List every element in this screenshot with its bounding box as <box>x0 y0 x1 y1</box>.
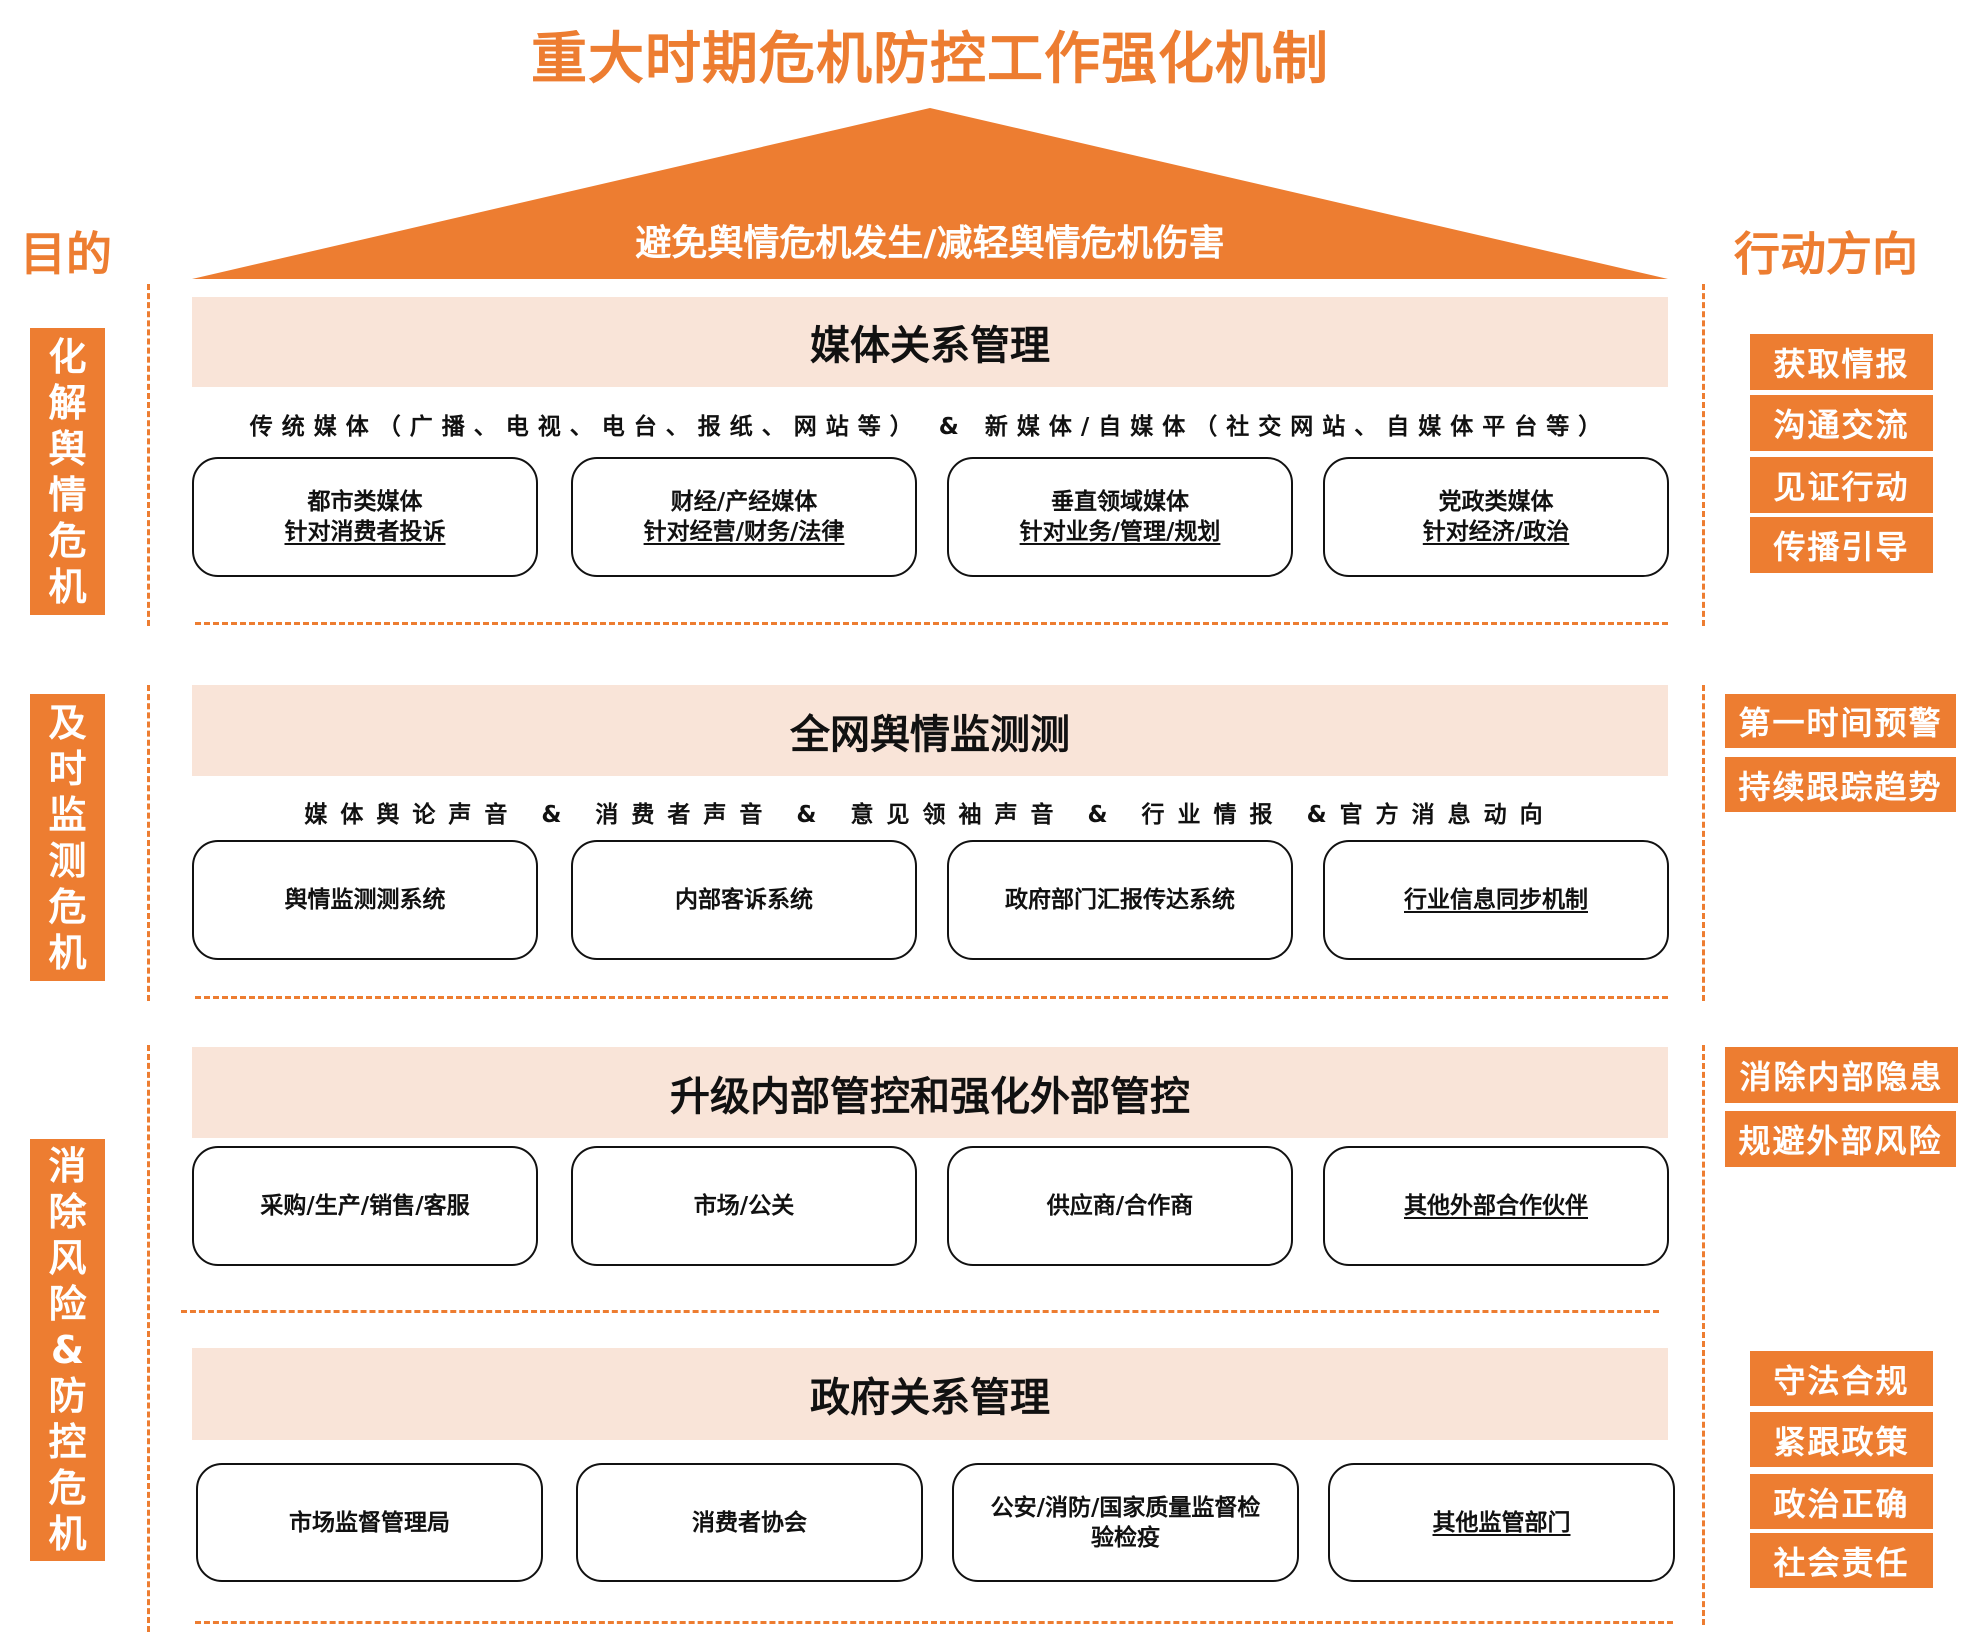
roof-triangle <box>192 108 1668 279</box>
box-line: 党政类媒体 <box>1438 489 1554 515</box>
control-box-other-partners: 其他外部合作伙伴 <box>1323 1146 1669 1266</box>
purpose-char: 机 <box>48 1512 87 1556</box>
purpose-char: 风 <box>48 1236 87 1280</box>
purpose-label-resolve-crisis: 化 解 舆 情 危 机 <box>30 328 105 615</box>
media-box-urban: 都市类媒体 针对消费者投诉 <box>192 457 538 577</box>
action-tag: 消除内部隐患 <box>1725 1047 1958 1103</box>
control-box-marketing-pr: 市场/公关 <box>571 1146 917 1266</box>
purpose-char: 时 <box>48 746 87 791</box>
section-title-government-relations: 政府关系管理 <box>192 1348 1668 1440</box>
purpose-char: 机 <box>48 564 87 609</box>
box-line: 政府部门汇报传达系统 <box>1005 887 1235 913</box>
section-separator-2 <box>195 996 1668 999</box>
media-box-vertical: 垂直领域媒体 针对业务/管理/规划 <box>947 457 1293 577</box>
box-line-underlined: 针对经济/政治 <box>1422 519 1570 545</box>
action-tag: 第一时间预警 <box>1725 694 1956 748</box>
box-line: 市场/公关 <box>693 1193 795 1219</box>
box-line-underlined: 行业信息同步机制 <box>1404 887 1588 913</box>
action-tag: 见证行动 <box>1750 457 1933 513</box>
action-tag: 传播引导 <box>1750 517 1933 573</box>
box-line: 市场监督管理局 <box>289 1509 450 1536</box>
section-separator-4 <box>195 1621 1673 1624</box>
purpose-char: 危 <box>48 1466 87 1510</box>
section-title-media-relations: 媒体关系管理 <box>192 297 1668 387</box>
media-box-finance: 财经/产经媒体 针对经营/财务/法律 <box>571 457 917 577</box>
purpose-label-monitor-crisis: 及 时 监 测 危 机 <box>30 694 105 981</box>
box-line-underlined: 针对消费者投诉 <box>284 519 446 545</box>
left-divider-1 <box>147 284 150 626</box>
right-divider-3 <box>1702 1045 1705 1625</box>
action-tag: 沟通交流 <box>1750 395 1933 451</box>
box-line: 采购/生产/销售/客服 <box>260 1193 470 1219</box>
right-divider-2 <box>1702 685 1705 1001</box>
box-line-underlined: 针对业务/管理/规划 <box>1019 519 1221 545</box>
left-divider-3 <box>147 1045 150 1632</box>
purpose-char: 控 <box>48 1420 87 1464</box>
purpose-char: 消 <box>48 1144 87 1188</box>
purpose-char: 危 <box>48 518 87 563</box>
control-box-operations: 采购/生产/销售/客服 <box>192 1146 538 1266</box>
monitor-box-sentiment-system: 舆情监测测系统 <box>192 840 538 960</box>
action-direction-header: 行动方向 <box>1734 227 1918 281</box>
box-line-underlined: 其他外部合作伙伴 <box>1404 1193 1588 1219</box>
roof-goal-text: 避免舆情危机发生/减轻舆情危机伤害 <box>635 223 1225 264</box>
govt-box-consumer-association: 消费者协会 <box>576 1463 923 1582</box>
action-tag: 紧跟政策 <box>1750 1412 1933 1467</box>
box-line-underlined: 其他监管部门 <box>1432 1509 1571 1536</box>
box-line: 财经/产经媒体 <box>670 489 818 515</box>
action-tag: 政治正确 <box>1750 1474 1933 1529</box>
purpose-char: 危 <box>48 884 87 929</box>
section-separator-3 <box>181 1310 1659 1313</box>
govt-box-public-security: 公安/消防/国家质量监督检验检疫 <box>952 1463 1299 1582</box>
section-subtitle-voices: 媒体舆论声音 & 消费者声音 & 意见领袖声音 & 行业情报 &官方消息动向 <box>304 802 1556 828</box>
purpose-char: 化 <box>48 334 87 379</box>
box-line: 消费者协会 <box>692 1509 807 1536</box>
left-divider-2 <box>147 685 150 1001</box>
media-box-party-govt: 党政类媒体 针对经济/政治 <box>1323 457 1669 577</box>
section-title-monitoring: 全网舆情监测测 <box>192 685 1668 776</box>
section-separator-1 <box>195 622 1668 625</box>
purpose-char: & <box>50 1328 85 1372</box>
page-title: 重大时期危机防控工作强化机制 <box>531 27 1329 92</box>
action-tag: 持续跟踪趋势 <box>1725 757 1956 812</box>
purpose-char: 监 <box>48 792 87 837</box>
purpose-char: 机 <box>48 930 87 975</box>
box-line-underlined: 针对经营/财务/法律 <box>643 519 845 545</box>
box-line: 供应商/合作商 <box>1046 1193 1194 1219</box>
section-title-internal-external-control: 升级内部管控和强化外部管控 <box>192 1047 1668 1138</box>
purpose-label-eliminate-risk: 消 除 风 险 & 防 控 危 机 <box>30 1139 105 1561</box>
govt-box-other-regulators: 其他监管部门 <box>1328 1463 1675 1582</box>
monitor-box-industry-sync: 行业信息同步机制 <box>1323 840 1669 960</box>
purpose-char: 及 <box>48 700 87 745</box>
box-line: 公安/消防/国家质量监督检验检疫 <box>990 1494 1261 1551</box>
purpose-char: 防 <box>48 1374 87 1418</box>
box-line: 垂直领域媒体 <box>1051 489 1189 515</box>
govt-box-market-supervision: 市场监督管理局 <box>196 1463 543 1582</box>
purpose-char: 解 <box>48 380 87 425</box>
purpose-header: 目的 <box>20 227 112 281</box>
action-tag: 规避外部风险 <box>1725 1111 1956 1167</box>
action-tag: 获取情报 <box>1750 334 1933 390</box>
box-line: 舆情监测测系统 <box>284 887 446 913</box>
purpose-char: 除 <box>48 1190 87 1234</box>
action-tag: 社会责任 <box>1750 1533 1933 1588</box>
purpose-char: 舆 <box>48 426 87 471</box>
monitor-box-govt-report-system: 政府部门汇报传达系统 <box>947 840 1293 960</box>
purpose-char: 测 <box>48 838 87 883</box>
right-divider-1 <box>1702 284 1705 626</box>
section-subtitle-media-types: 传统媒体（广播、电视、电台、报纸、网站等） & 新媒体/自媒体（社交网站、自媒体… <box>249 414 1611 440</box>
action-tag: 守法合规 <box>1750 1351 1933 1406</box>
control-box-suppliers: 供应商/合作商 <box>947 1146 1293 1266</box>
purpose-char: 情 <box>48 472 87 517</box>
purpose-char: 险 <box>48 1282 87 1326</box>
box-line: 内部客诉系统 <box>675 887 813 913</box>
monitor-box-complaint-system: 内部客诉系统 <box>571 840 917 960</box>
box-line: 都市类媒体 <box>307 489 423 515</box>
